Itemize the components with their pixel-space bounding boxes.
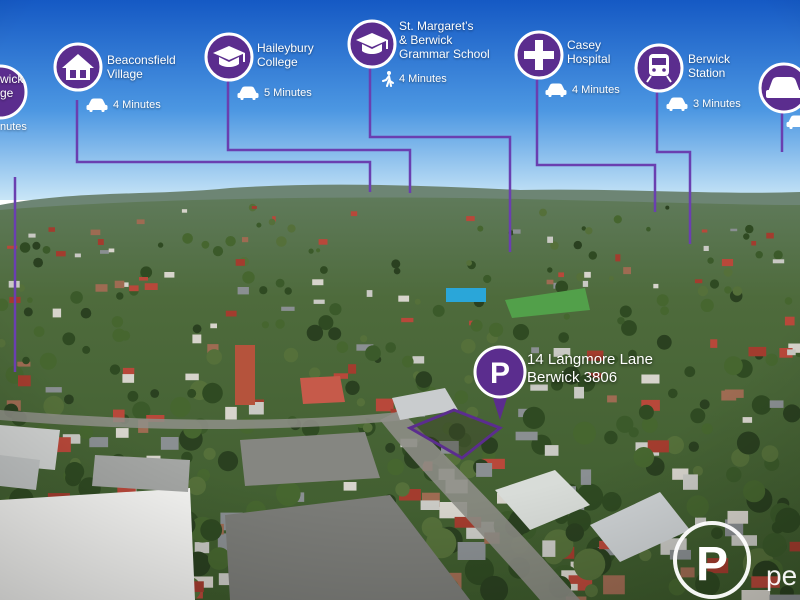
poi-marker[interactable] bbox=[514, 30, 564, 80]
poi-marker[interactable] bbox=[204, 32, 254, 82]
poi-marker[interactable] bbox=[634, 43, 684, 93]
poi-travel-time: 5 Minutes bbox=[237, 86, 312, 100]
train-icon bbox=[646, 54, 672, 83]
poi-marker[interactable] bbox=[53, 42, 103, 92]
poi-label-line: & Berwick bbox=[399, 33, 453, 47]
car-icon bbox=[786, 115, 800, 129]
poi-label: wick ge bbox=[0, 72, 23, 100]
leader-lines bbox=[13, 68, 784, 372]
poi-time-text: 4 Minutes bbox=[572, 83, 620, 96]
leader-line bbox=[368, 68, 512, 252]
poi-travel-time: 4 Minutes bbox=[86, 98, 161, 112]
property-address: 14 Langmore Lane Berwick 3806 bbox=[527, 351, 653, 387]
poi-markers bbox=[0, 19, 800, 120]
poi-time-text: 4 Minutes bbox=[399, 72, 447, 85]
poi-label: Beaconsfield Village bbox=[107, 53, 176, 81]
poi-marker[interactable] bbox=[758, 62, 800, 114]
car-icon bbox=[666, 97, 688, 111]
poi-label-line: St. Margaret’s bbox=[399, 19, 474, 33]
poi-travel-time: 4 Minutes bbox=[545, 83, 620, 97]
poi-label-line: Casey bbox=[567, 38, 602, 52]
car-icon bbox=[237, 86, 259, 100]
poi-label-line: ge bbox=[0, 86, 14, 100]
poi-label-line: Berwick bbox=[688, 52, 731, 66]
property-marker-letter: P bbox=[490, 357, 510, 390]
poi-time-text: 4 Minutes bbox=[113, 98, 161, 111]
poi-label-line: Haileybury bbox=[257, 41, 314, 55]
car-icon bbox=[545, 83, 567, 97]
poi-label-line: Hospital bbox=[567, 52, 611, 66]
poi-travel-time: 4 Minutes bbox=[382, 71, 447, 87]
poi-label-line: Beaconsfield bbox=[107, 53, 176, 67]
car-icon bbox=[86, 98, 108, 112]
poi-travel-time: nutes bbox=[0, 121, 27, 134]
poi-label-line: Station bbox=[688, 66, 726, 80]
walking-person-icon bbox=[382, 71, 394, 87]
poi-marker[interactable] bbox=[0, 64, 28, 120]
poi-travel-time: 3 Minutes bbox=[666, 97, 741, 111]
leader-line bbox=[75, 100, 372, 192]
poi-label: Haileybury College bbox=[257, 41, 314, 69]
brand-text: pe bbox=[766, 560, 798, 591]
poi-label: Casey Hospital bbox=[567, 38, 610, 66]
poi-label: St. Margaret’s & Berwick Grammar School bbox=[399, 19, 490, 61]
house-icon bbox=[62, 54, 94, 80]
poi-label-line: Village bbox=[107, 67, 143, 81]
medical-cross-icon bbox=[524, 40, 554, 70]
poi-label: Berwick Station bbox=[688, 52, 730, 80]
poi-time-text: nutes bbox=[0, 121, 27, 133]
car-icon bbox=[766, 77, 800, 98]
brand-logo-letter: P bbox=[696, 538, 728, 591]
graduation-cap-icon bbox=[213, 46, 245, 67]
leader-line bbox=[535, 78, 657, 212]
property-address-line2: Berwick 3806 bbox=[527, 369, 618, 386]
property-address-line1: 14 Langmore Lane bbox=[527, 351, 653, 368]
poi-marker[interactable] bbox=[347, 19, 397, 69]
property-marker[interactable]: P bbox=[473, 345, 527, 420]
leader-line bbox=[655, 92, 692, 244]
poi-time-text: 5 Minutes bbox=[264, 86, 312, 99]
poi-label-line: College bbox=[257, 55, 298, 69]
graduation-cap-icon bbox=[356, 33, 388, 54]
poi-label-line: wick bbox=[0, 72, 24, 86]
leader-line bbox=[226, 78, 412, 193]
brand-logo[interactable]: P bbox=[673, 521, 751, 599]
poi-travel-time bbox=[786, 115, 800, 129]
poi-label-line: Grammar School bbox=[399, 47, 490, 61]
poi-time-text: 3 Minutes bbox=[693, 97, 741, 110]
